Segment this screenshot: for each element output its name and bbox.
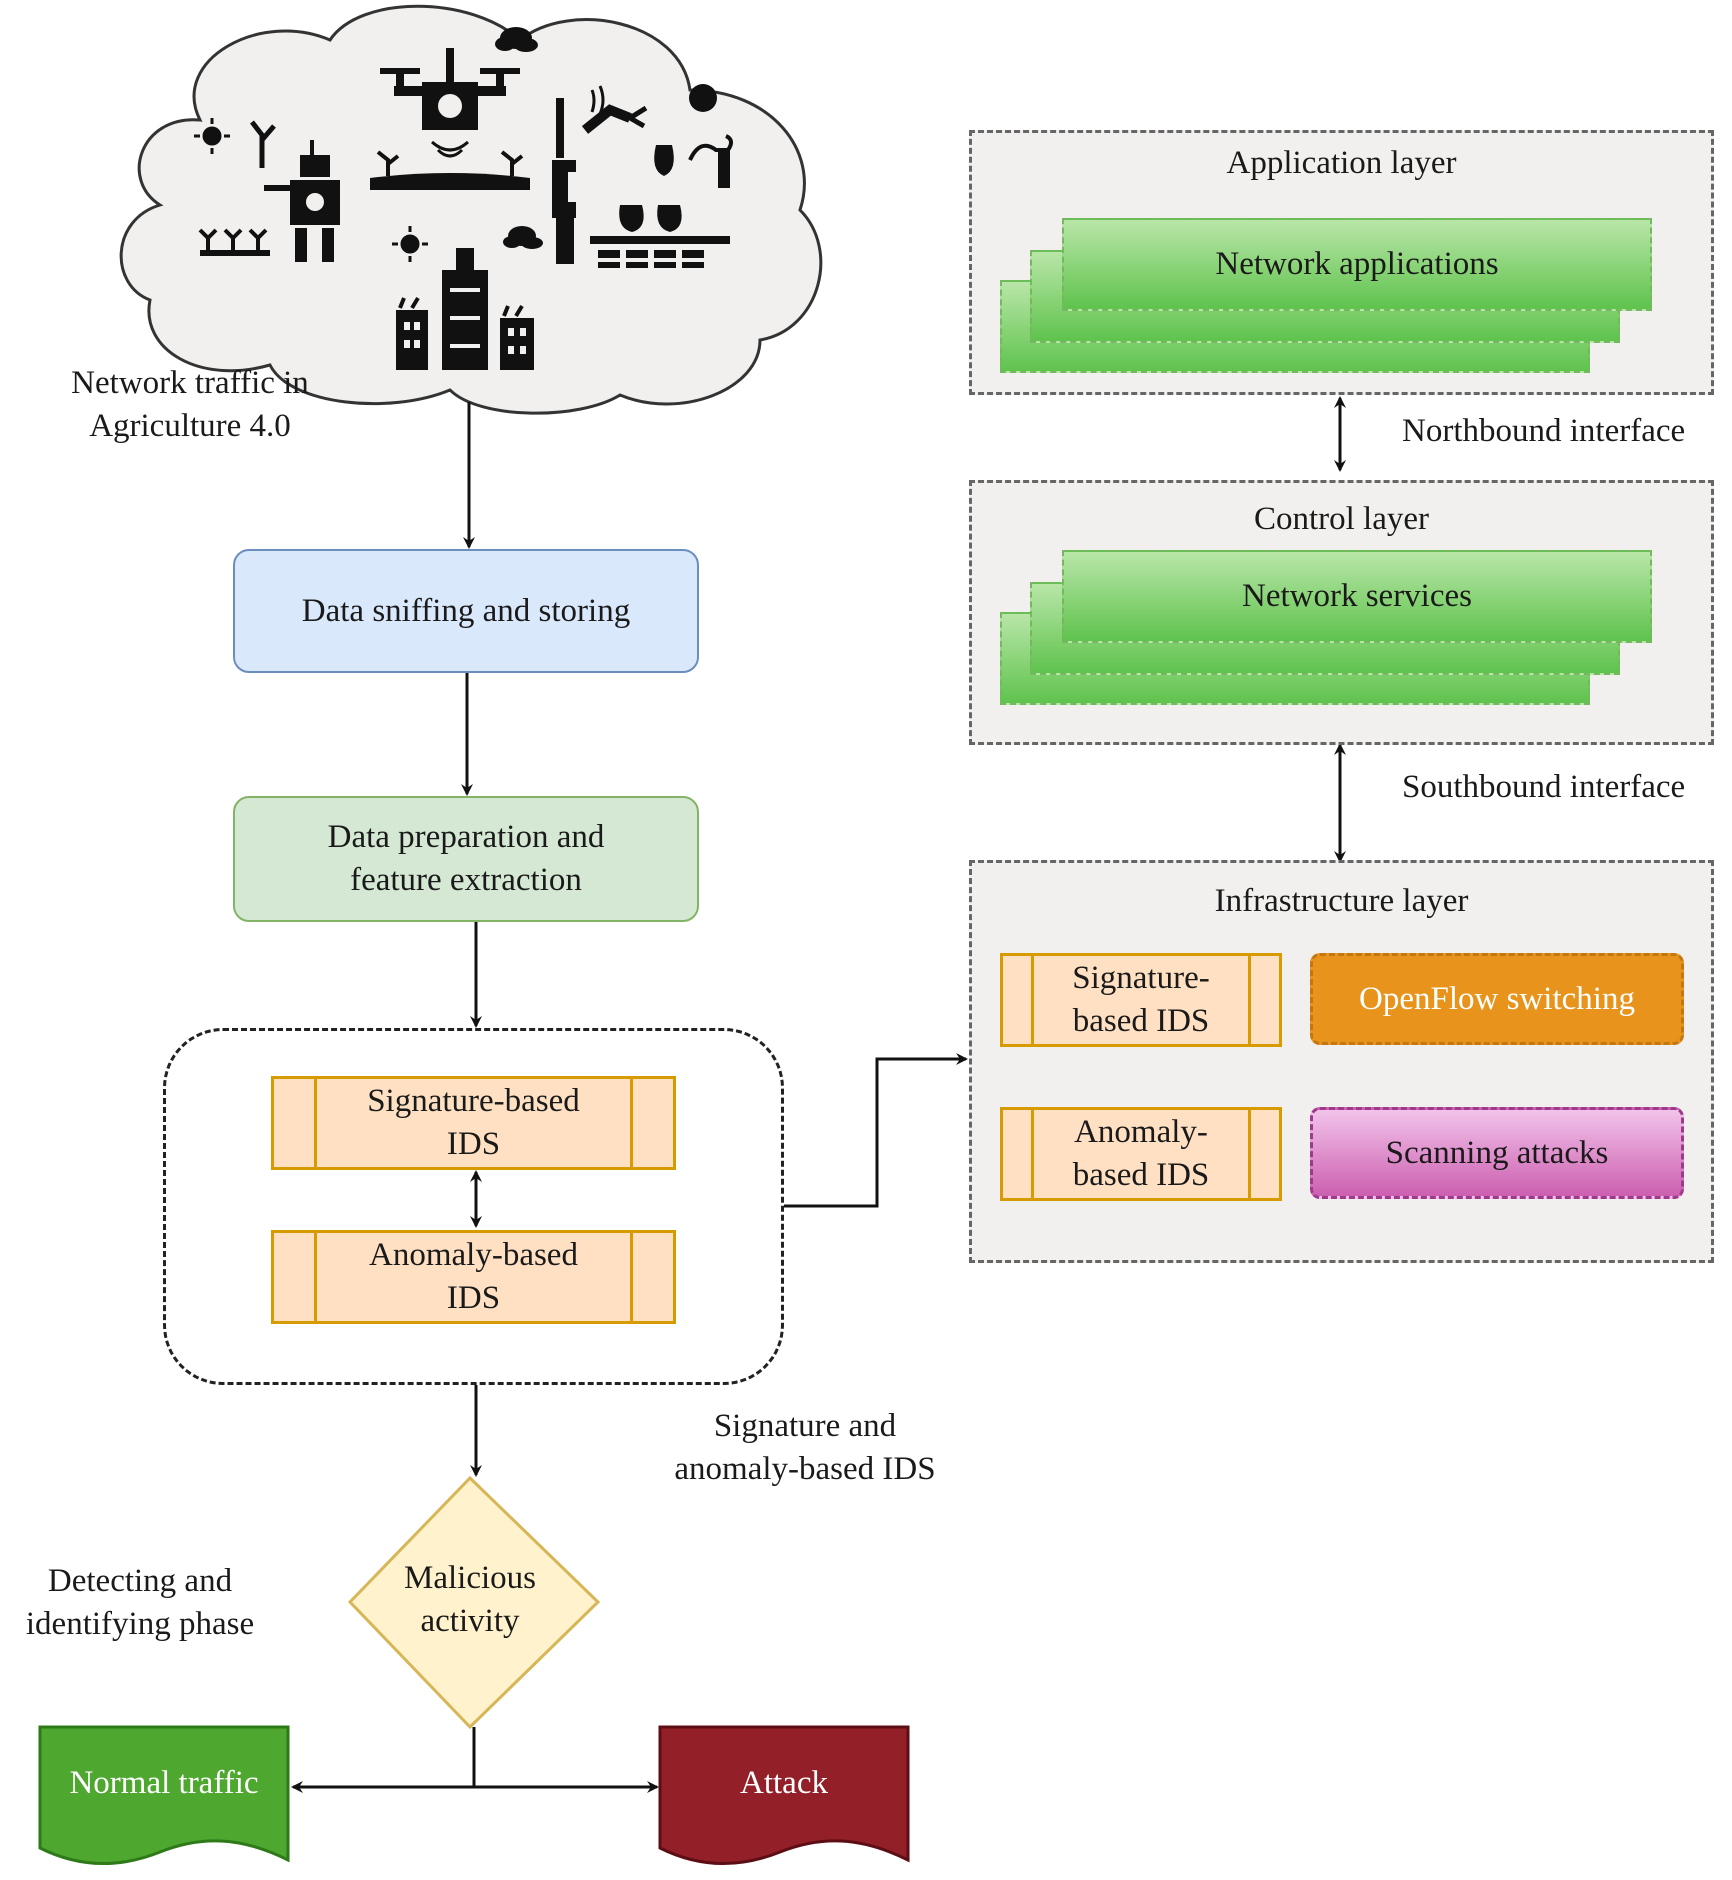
ids-group [163, 1028, 784, 1385]
signature-ids-box: Signature-based IDS [271, 1076, 676, 1170]
normal-traffic-label: Normal traffic [69, 1765, 259, 1801]
anomaly-ids-line2: IDS [446, 1280, 501, 1316]
network-applications-box: Network applications [1062, 218, 1652, 311]
application-layer-title: Application layer [1226, 145, 1457, 181]
decision-diamond [347, 1475, 601, 1730]
attack-label: Attack [740, 1765, 828, 1801]
cloud-label: Network traffic in Agriculture 4.0 [40, 362, 340, 448]
openflow-switching-box: OpenFlow switching [1310, 953, 1684, 1045]
infra-anomaly-ids-box: Anomaly- based IDS [1000, 1107, 1282, 1201]
network-services-box: Network services [1062, 550, 1652, 643]
scanning-attacks-label: Scanning attacks [1385, 1134, 1609, 1171]
data-preparation-line1: Data preparation and [327, 819, 605, 856]
southbound-label: Southbound interface [1402, 769, 1686, 805]
phase-label: Detecting and identifying phase [0, 1560, 280, 1646]
scanning-attacks-box: Scanning attacks [1310, 1107, 1684, 1199]
process-bar-right [1248, 1110, 1251, 1198]
decision-line1: Malicious [404, 1560, 536, 1596]
signature-ids-line1: Signature-based [367, 1083, 580, 1120]
infra-anomaly-ids-line2: based IDS [1072, 1157, 1210, 1193]
process-bar-right [1248, 956, 1251, 1044]
attack-shape [658, 1725, 910, 1865]
phase-label-line1: Detecting and [47, 1563, 233, 1599]
strawberry-icon [590, 84, 733, 268]
infra-signature-ids-line1: Signature- [1072, 960, 1210, 997]
arrow-ids-to-infra [784, 1053, 968, 1208]
robot-arm-icon [552, 85, 648, 264]
process-bar-right [630, 1233, 633, 1321]
infra-anomaly-ids-line1: Anomaly- [1074, 1114, 1208, 1151]
decision-label: Malicious activity [370, 1557, 570, 1643]
process-bar-right [630, 1079, 633, 1167]
drone-icon [370, 48, 530, 190]
ids-group-label-line1: Signature and [713, 1408, 897, 1444]
northbound-label: Northbound interface [1402, 413, 1686, 449]
process-bar-left [314, 1233, 317, 1321]
cloud-icon [495, 27, 538, 52]
network-services-label: Network services [1241, 578, 1472, 615]
sun-icon [392, 226, 428, 262]
anomaly-ids-line1: Anomaly-based [369, 1237, 578, 1274]
plant-icon [198, 120, 276, 256]
infrastructure-layer-title: Infrastructure layer [1214, 883, 1469, 919]
phase-label-line2: identifying phase [25, 1605, 255, 1642]
data-sniffing-label: Data sniffing and storing [301, 592, 631, 629]
anomaly-ids-box: Anomaly-based IDS [271, 1230, 676, 1324]
control-layer-title: Control layer [1253, 501, 1430, 537]
cloud-label-line1: Network traffic in [71, 365, 309, 401]
process-bar-left [314, 1079, 317, 1167]
decision-line2: activity [420, 1602, 520, 1639]
process-bar-left [1031, 956, 1034, 1044]
data-preparation-box: Data preparation and feature extraction [233, 796, 699, 922]
data-sniffing-box: Data sniffing and storing [233, 549, 699, 673]
vertical-farm-icon [396, 248, 534, 370]
network-applications-label: Network applications [1215, 246, 1499, 283]
infra-signature-ids-box: Signature- based IDS [1000, 953, 1282, 1047]
data-preparation-line2: feature extraction [350, 862, 582, 898]
signature-ids-line2: IDS [446, 1126, 501, 1162]
ids-group-label-line2: anomaly-based IDS [674, 1450, 936, 1487]
infra-signature-ids-line2: based IDS [1072, 1003, 1210, 1039]
openflow-switching-label: OpenFlow switching [1359, 980, 1635, 1017]
robot-icon [264, 140, 340, 262]
cloud-icon [503, 226, 543, 249]
cloud-label-line2: Agriculture 4.0 [89, 407, 291, 444]
normal-traffic-shape [38, 1725, 290, 1865]
ids-group-label: Signature and anomaly-based IDS [640, 1405, 970, 1491]
process-bar-left [1031, 1110, 1034, 1198]
sun-icon [194, 118, 230, 154]
